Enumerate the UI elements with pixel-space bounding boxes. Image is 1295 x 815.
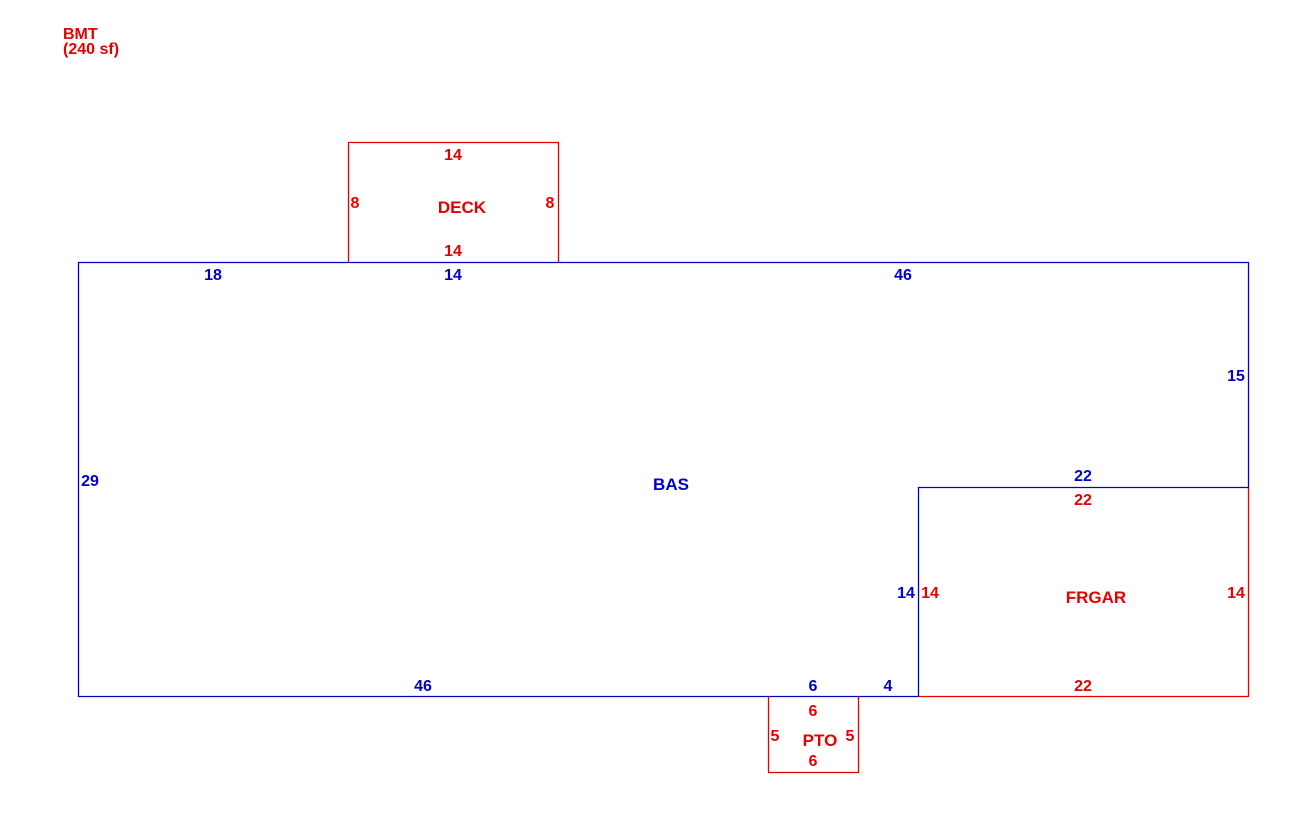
bas-dim-top-right: 46 [894, 267, 912, 284]
bas-dim-right: 15 [1227, 368, 1245, 385]
deck-dim-right: 8 [546, 195, 555, 212]
deck-outline [347, 141, 560, 263]
frgar-dim-bottom: 22 [1074, 678, 1092, 695]
bas-label: BAS [653, 475, 689, 494]
pto-dim-top: 6 [809, 703, 818, 720]
bas-dim-bottom-right: 4 [884, 678, 893, 695]
deck-label: DECK [438, 198, 487, 217]
deck-dim-left: 8 [351, 195, 360, 212]
frgar-outline [918, 487, 1250, 698]
deck-dim-top: 14 [444, 147, 462, 164]
frgar-label: FRGAR [1066, 588, 1126, 607]
bas-outline [77, 261, 1250, 698]
bas-dim-left: 29 [81, 473, 99, 490]
bas-dim-top-mid: 14 [444, 267, 462, 284]
legend-area: (240 sf) [63, 41, 120, 58]
pto-dim-right: 5 [846, 728, 855, 745]
bas-dim-top-left: 18 [204, 267, 222, 284]
pto-dim-bottom: 6 [809, 753, 818, 770]
pto-label: PTO [803, 731, 838, 750]
deck-dim-bottom: 14 [444, 243, 462, 260]
bas-dim-garage-top: 22 [1074, 468, 1092, 485]
pto-dim-left: 5 [771, 728, 780, 745]
frgar-dim-left: 14 [921, 585, 939, 602]
pto-outline [767, 696, 860, 774]
frgar-dim-right: 14 [1227, 585, 1245, 602]
frgar-dim-top: 22 [1074, 492, 1092, 509]
bas-dim-garage-side: 14 [897, 585, 915, 602]
legend: BMT (240 sf) [63, 26, 120, 58]
legend-name: BMT [63, 26, 98, 43]
bas-dim-bottom-left: 46 [414, 678, 432, 695]
bas-dim-bottom-mid: 6 [809, 678, 818, 695]
